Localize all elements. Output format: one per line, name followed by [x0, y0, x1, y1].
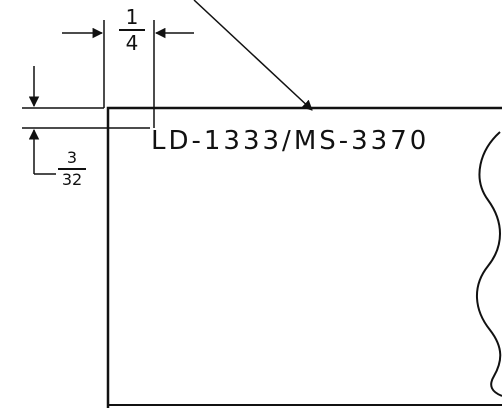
offset-dimension-denominator: 32: [61, 170, 83, 189]
width-dimension-numerator: 1: [125, 5, 139, 29]
part-marking-text: LD-1333/MS-3370: [151, 126, 430, 156]
break-line: [475, 131, 502, 397]
width-dimension-denominator: 4: [125, 31, 139, 55]
offset-dimension-numerator: 3: [66, 148, 78, 167]
part-outline-edge: [106, 106, 502, 408]
offset-dimension-fraction-bar: [58, 168, 86, 170]
leader-line: [193, 0, 313, 111]
width-dimension-label: 1 4: [119, 7, 145, 53]
width-dimension-fraction-bar: [119, 29, 145, 31]
offset-dimension-label: 3 32: [58, 150, 86, 188]
